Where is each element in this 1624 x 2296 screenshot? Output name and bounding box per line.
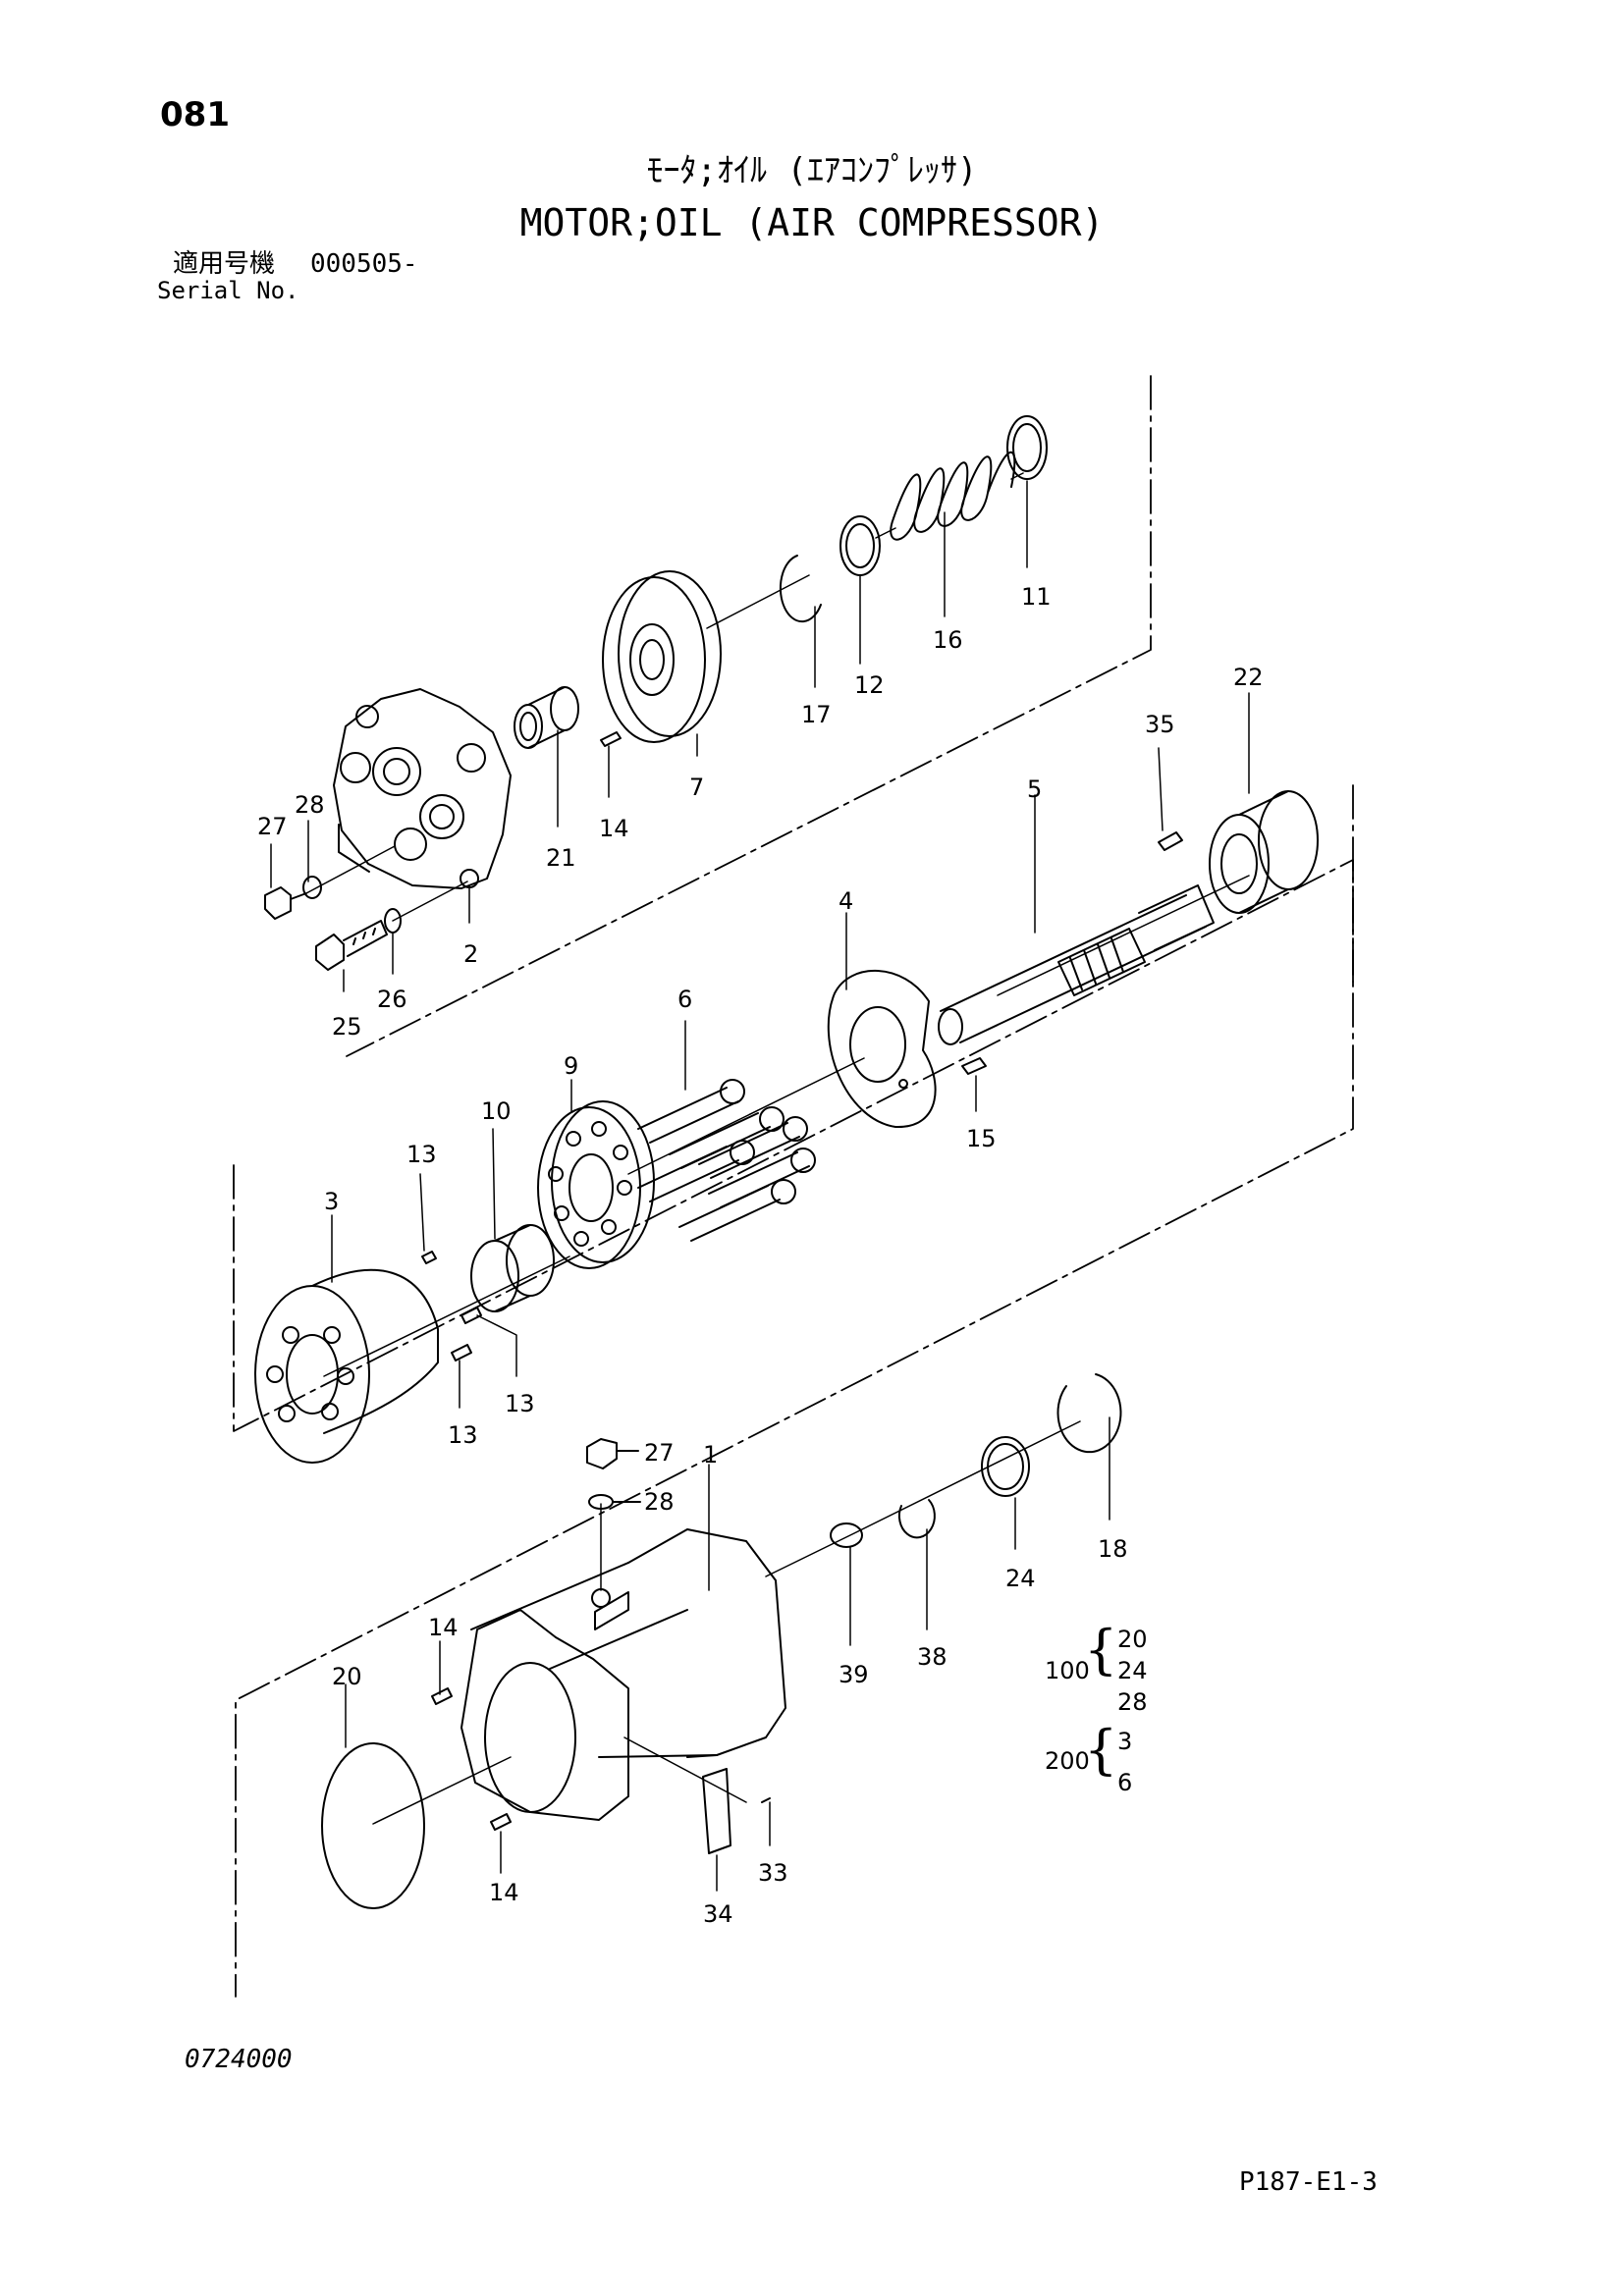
callout-22: 22: [1233, 664, 1264, 691]
callout-9: 9: [564, 1052, 579, 1080]
callout-28-upper: 28: [295, 791, 325, 819]
callout-25: 25: [332, 1013, 362, 1041]
callout-13-right: 13: [505, 1390, 535, 1417]
callout-21: 21: [546, 844, 576, 872]
pin-part-14-lower-a: [431, 1687, 453, 1705]
bearing-part-22: [1209, 790, 1319, 914]
swash-plate-part-4: [827, 970, 937, 1129]
callout-5: 5: [1027, 775, 1043, 803]
callout-10: 10: [481, 1097, 512, 1125]
snap-ring-part-38: [897, 1499, 936, 1539]
callout-26: 26: [377, 986, 407, 1013]
ring-part-39: [830, 1522, 863, 1548]
callout-16: 16: [933, 626, 963, 654]
callout-13-bottom: 13: [448, 1421, 478, 1449]
callout-14-upper: 14: [599, 815, 629, 842]
callout-7: 7: [689, 774, 705, 801]
kit-item: 24: [1117, 1657, 1148, 1684]
cover-part-2: [333, 688, 512, 889]
screw-part-33: [761, 1797, 771, 1803]
callout-18: 18: [1098, 1535, 1128, 1563]
callout-34: 34: [703, 1900, 733, 1928]
serial-label: Serial No.: [157, 277, 299, 304]
callout-17: 17: [801, 701, 832, 728]
snap-ring-part-17: [779, 555, 822, 623]
page-title: MOTOR;OIL (AIR COMPRESSOR): [519, 201, 1105, 244]
oring-part-28-upper: [302, 876, 322, 899]
pistons-part-6: [637, 1079, 816, 1242]
callout-1: 1: [703, 1441, 719, 1468]
callout-4: 4: [839, 887, 854, 915]
ring-part-11: [1006, 415, 1048, 480]
callout-33: 33: [758, 1859, 788, 1887]
oring-part-20: [321, 1742, 425, 1909]
callout-38: 38: [917, 1643, 947, 1671]
callout-35: 35: [1145, 711, 1175, 738]
casing-part-1: [460, 1528, 786, 1821]
callout-20: 20: [332, 1663, 362, 1690]
callout-11: 11: [1021, 583, 1052, 611]
callout-2: 2: [463, 940, 479, 968]
bolt-part-25: [315, 920, 388, 971]
ring-part-12: [839, 515, 881, 576]
callout-6: 6: [677, 986, 693, 1013]
brace-symbol: {: [1084, 1719, 1118, 1781]
bearing-part-21: [514, 686, 579, 749]
callout-24: 24: [1005, 1565, 1036, 1592]
plug-part-27-lower: [586, 1438, 639, 1469]
valve-plate-part-7: [602, 570, 722, 743]
pin-part-14-upper: [600, 731, 622, 747]
callout-14-lower-b: 14: [489, 1879, 519, 1906]
pin-part-15: [961, 1057, 987, 1075]
callout-12: 12: [854, 671, 885, 699]
callout-15: 15: [966, 1125, 997, 1152]
serial-label-japanese: 適用号機: [173, 249, 276, 279]
ring-part-10: [470, 1224, 555, 1312]
key-part-35: [1158, 831, 1183, 851]
snap-ring-part-18: [1056, 1373, 1122, 1454]
callout-39: 39: [839, 1661, 869, 1688]
brace-symbol: {: [1084, 1619, 1118, 1681]
callout-14-lower-a: 14: [428, 1614, 459, 1641]
page-code: P187-E1-3: [1239, 2167, 1378, 2197]
kit-item: 6: [1117, 1769, 1133, 1796]
spring-part-16: [890, 451, 1016, 541]
kit-item: 28: [1117, 1688, 1148, 1716]
callout-27-upper: 27: [257, 813, 288, 840]
callout-27-lower: 27: [644, 1439, 675, 1467]
page-number: 081: [160, 95, 230, 134]
pins-part-13: [421, 1251, 482, 1362]
pin-part-14-lower-b: [490, 1813, 512, 1831]
plug-part-27-upper: [264, 886, 307, 920]
retainer-plate-part-9: [537, 1100, 655, 1269]
group-frame-lines: [233, 375, 1354, 1998]
title-japanese: ﾓｰﾀ;ｵｲﾙ (ｴｱｺﾝﾌﾟﾚｯｻ): [646, 151, 978, 190]
shaft-part-5: [938, 884, 1215, 1045]
callout-28-lower: 28: [644, 1488, 675, 1516]
kit-item: 3: [1117, 1728, 1133, 1755]
cylinder-block-part-3: [254, 1268, 439, 1464]
kit-label: 100: [1045, 1657, 1090, 1684]
leader-lines: [270, 480, 1250, 1892]
drawing-number: 0724000: [185, 2045, 293, 2074]
callout-13-top: 13: [406, 1141, 437, 1168]
callout-3: 3: [324, 1188, 340, 1215]
kit-item: 20: [1117, 1626, 1148, 1653]
nameplate-part-34: [702, 1768, 731, 1854]
kit-label: 200: [1045, 1747, 1090, 1775]
serial-number-value: 000505-: [310, 249, 418, 279]
